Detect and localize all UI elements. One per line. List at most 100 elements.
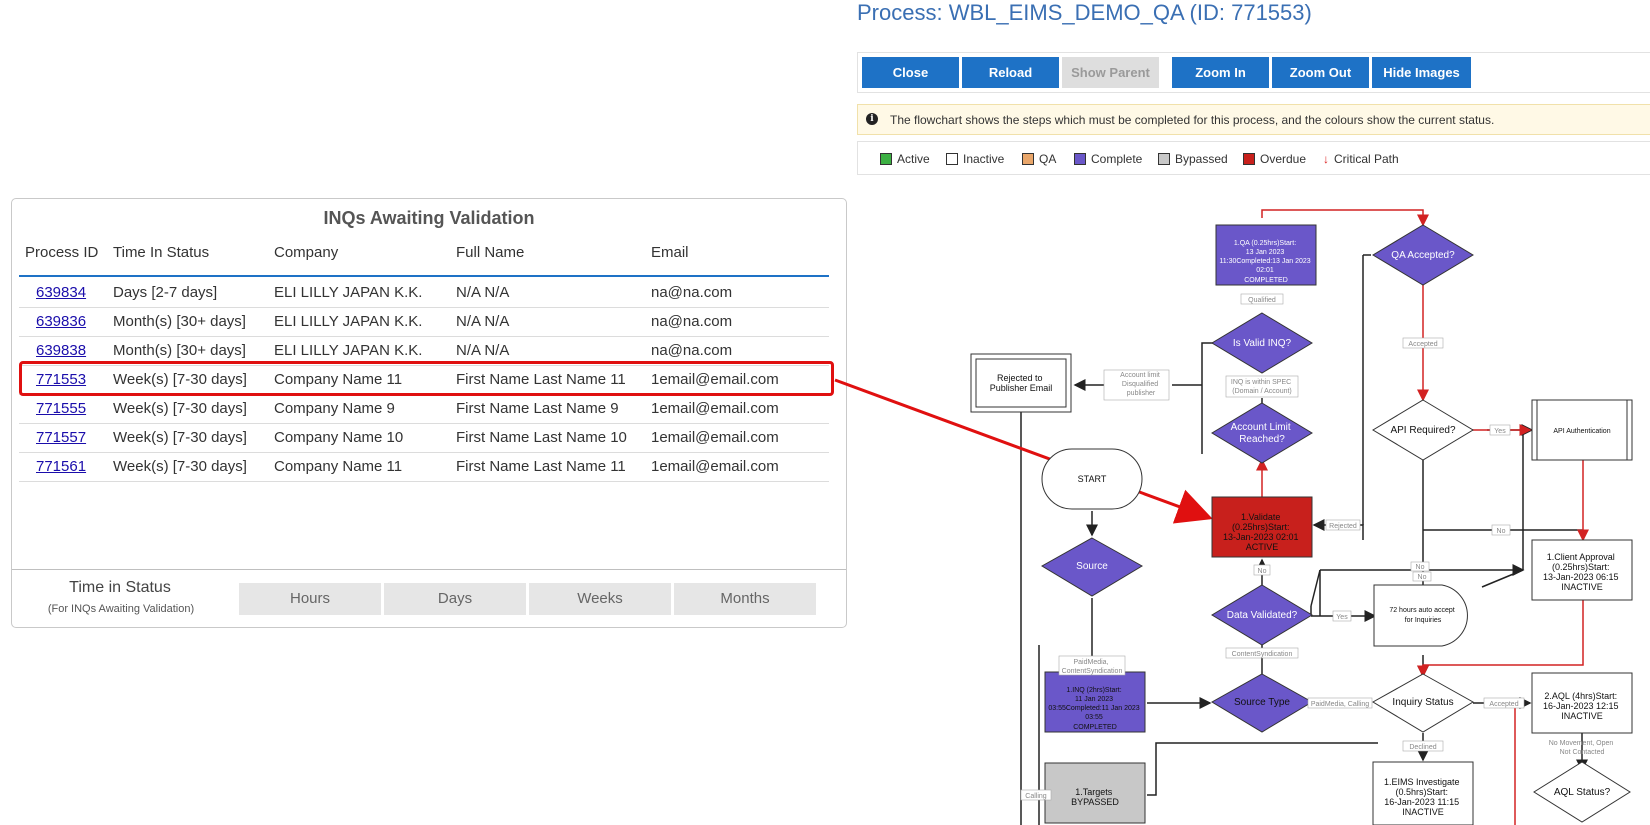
node-is-valid-inq[interactable]: Is Valid INQ? <box>1211 312 1313 374</box>
node-eims-line: 1.EIMS Investigate <box>1384 777 1460 787</box>
process-id-link[interactable]: 639836 <box>36 313 87 330</box>
svg-text:No Movement, Open Not Co: No Movement, Open Not Contacted <box>1549 740 1616 756</box>
company-cell: Company Name 9 <box>274 400 395 417</box>
table-row: 771557 Week(s) [7-30 days] Company Name … <box>19 423 829 453</box>
node-aql-status[interactable]: AQL Status? <box>1533 761 1631 823</box>
hours-button[interactable]: Hours <box>239 583 381 615</box>
node-targets[interactable]: 1.Targets BYPASSED <box>1044 762 1146 824</box>
node-inq-line: 03:55 <box>1085 714 1103 721</box>
email-cell: 1email@email.com <box>651 458 779 475</box>
node-start[interactable]: START <box>1041 448 1143 510</box>
svg-text:Account Limit Reached?: Account Limit Reached? <box>1231 422 1294 445</box>
node-qa-accepted[interactable]: QA Accepted? <box>1372 224 1474 286</box>
qa-swatch <box>1022 153 1034 165</box>
node-qa-line: 1.QA (0.25hrs)Start: <box>1234 240 1296 247</box>
weeks-button[interactable]: Weeks <box>529 583 671 615</box>
email-cell: 1email@email.com <box>651 400 779 417</box>
full-name-cell: First Name Last Name 10 <box>456 429 627 446</box>
node-api-required[interactable]: API Required? <box>1372 399 1474 461</box>
edge-label-yes: Yes <box>1336 614 1348 621</box>
node-eims-investigate[interactable]: 1.EIMS Investigate (0.5hrs)Start: 16-Jan… <box>1372 761 1474 825</box>
months-button[interactable]: Months <box>674 583 816 615</box>
edge-label-no: No <box>1258 568 1267 575</box>
process-id-link[interactable]: 771553 <box>36 371 87 388</box>
show-parent-button[interactable]: Show Parent <box>1062 57 1159 88</box>
svg-text:72 hours auto accept for: 72 hours auto accept for Inquiries <box>1389 607 1456 624</box>
hide-images-button[interactable]: Hide Images <box>1372 57 1471 88</box>
node-inquiry-status[interactable]: Inquiry Status <box>1372 673 1474 733</box>
process-id-link[interactable]: 771555 <box>36 400 87 417</box>
full-name-cell: N/A N/A <box>456 284 510 301</box>
edge-label-no-movement: No Movement, Open <box>1549 740 1614 747</box>
svg-text:1.INQ (2hrs)Start: 11 Ja: 1.INQ (2hrs)Start: 11 Jan 2023 03:55Comp… <box>1048 687 1141 731</box>
days-button[interactable]: Days <box>384 583 526 615</box>
close-button[interactable]: Close <box>862 57 959 88</box>
node-account-limit[interactable]: Account Limit Reached? <box>1211 402 1313 464</box>
time-in-status-cell: Days [2-7 days] <box>113 284 218 301</box>
node-start-label: START <box>1078 474 1107 484</box>
node-eims-line: (0.5hrs)Start: <box>1395 787 1448 797</box>
full-name-cell: First Name Last Name 9 <box>456 400 619 417</box>
info-banner: i The flowchart shows the steps which mu… <box>857 104 1650 135</box>
reload-button[interactable]: Reload <box>962 57 1059 88</box>
node-source-type[interactable]: Source Type <box>1211 673 1313 733</box>
edge-label-no: No <box>1497 528 1506 535</box>
time-in-status-cell: Week(s) [7-30 days] <box>113 371 247 388</box>
svg-text:1.Validate (0.25hrs)Star: 1.Validate (0.25hrs)Start: 13-Jan-2023 0… <box>1223 512 1301 552</box>
critical-path-arrow-icon: ↓ <box>1323 152 1329 166</box>
node-client-approval[interactable]: 1.Client Approval (0.25hrs)Start: 13-Jan… <box>1531 539 1633 601</box>
node-validate[interactable]: 1.Validate (0.25hrs)Start: 13-Jan-2023 0… <box>1211 496 1313 558</box>
node-inq[interactable]: 1.INQ (2hrs)Start: 11 Jan 2023 03:55Comp… <box>1044 671 1146 733</box>
node-inq-line: 1.INQ (2hrs)Start: <box>1066 687 1121 694</box>
node-api-authentication[interactable]: API Authentication <box>1531 399 1633 461</box>
process-id-link[interactable]: 771557 <box>36 429 87 446</box>
table-row: 771555 Week(s) [7-30 days] Company Name … <box>19 394 829 424</box>
full-name-cell: First Name Last Name 11 <box>456 458 626 475</box>
node-inquiry-status-label: Inquiry Status <box>1392 697 1453 708</box>
time-in-status-cell: Week(s) [7-30 days] <box>113 458 247 475</box>
node-client-approval-line: INACTIVE <box>1561 582 1603 592</box>
process-id-link[interactable]: 771561 <box>36 458 87 475</box>
node-api-required-label: API Required? <box>1390 425 1455 436</box>
email-cell: na@na.com <box>651 284 733 301</box>
zoom-in-button[interactable]: Zoom In <box>1172 57 1269 88</box>
svg-text:PaidMedia, ContentSyndic: PaidMedia, ContentSyndication <box>1062 659 1123 675</box>
table-row: 771561 Week(s) [7-30 days] Company Name … <box>19 452 829 482</box>
column-header-full-name: Full Name <box>456 244 525 261</box>
process-id-link[interactable]: 639838 <box>36 342 87 359</box>
svg-text:1.QA (0.25hrs)Start: 13: 1.QA (0.25hrs)Start: 13 Jan 2023 11:30Co… <box>1219 240 1312 284</box>
svg-text:1.Client Approval (0.25h: 1.Client Approval (0.25hrs)Start: 13-Jan… <box>1543 552 1621 592</box>
node-auto-accept-line: 72 hours auto accept <box>1389 607 1454 614</box>
node-qa-line: 13 Jan 2023 <box>1246 249 1285 256</box>
node-validate-line: 1.Validate <box>1241 512 1280 522</box>
time-in-status-cell: Week(s) [7-30 days] <box>113 429 247 446</box>
edge-label-paid-media: PaidMedia, <box>1074 659 1109 666</box>
node-auto-accept[interactable]: 72 hours auto accept for Inquiries <box>1373 584 1468 647</box>
legend-active: Active <box>880 152 930 166</box>
legend-bypassed: Bypassed <box>1158 152 1228 166</box>
node-client-approval-line: 13-Jan-2023 06:15 <box>1543 572 1619 582</box>
node-rejected-publisher[interactable]: Rejected to Publisher Email <box>970 353 1072 413</box>
inq-awaiting-validation-panel: INQs Awaiting Validation Process ID Time… <box>11 198 847 628</box>
overdue-swatch <box>1243 153 1255 165</box>
time-in-status-cell: Week(s) [7-30 days] <box>113 400 247 417</box>
edge-label-declined: Declined <box>1409 744 1436 751</box>
node-qa[interactable]: 1.QA (0.25hrs)Start: 13 Jan 2023 11:30Co… <box>1215 224 1317 286</box>
zoom-out-button[interactable]: Zoom Out <box>1272 57 1369 88</box>
edge-label-paid-media-calling: PaidMedia, Calling <box>1311 701 1369 708</box>
process-id-link[interactable]: 639834 <box>36 284 87 301</box>
edge-label-yes: Yes <box>1494 428 1506 435</box>
svg-text:Rejected to Publisher Em: Rejected to Publisher Email <box>990 373 1053 393</box>
node-source[interactable]: Source <box>1041 537 1143 597</box>
node-aql[interactable]: 2.AQL (4hrs)Start: 16-Jan-2023 12:15 INA… <box>1531 672 1633 734</box>
email-cell: 1email@email.com <box>651 371 779 388</box>
edge-label-accepted: Accepted <box>1489 701 1518 708</box>
node-api-auth-label: API Authentication <box>1553 428 1610 435</box>
table-row: 639838 Month(s) [30+ days] ELI LILLY JAP… <box>19 336 829 366</box>
node-data-validated[interactable]: Data Validated? <box>1211 584 1313 646</box>
edge-label-no: No <box>1418 574 1427 581</box>
edge-label-content-syndication: ContentSyndication <box>1232 651 1293 658</box>
node-validate-line: (0.25hrs)Start: <box>1232 522 1290 532</box>
node-account-limit-line: Reached? <box>1239 434 1285 445</box>
